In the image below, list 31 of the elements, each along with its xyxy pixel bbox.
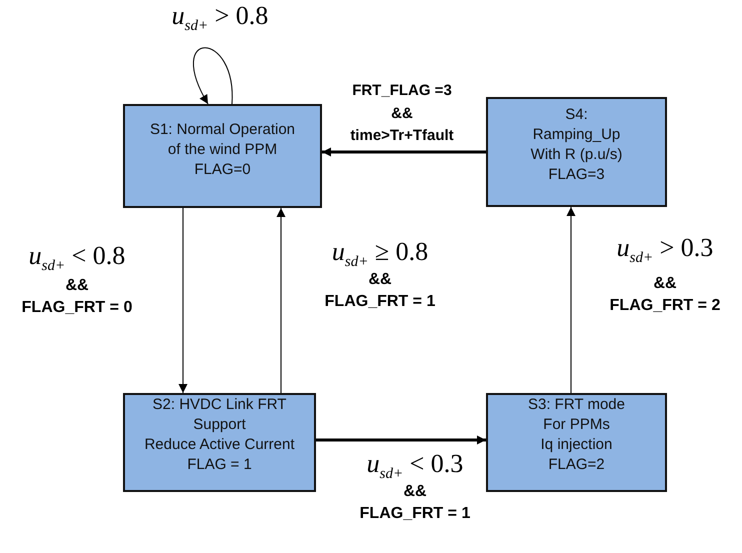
edge-label: u$_{sd+}$ < 0.3 && FLAG_FRT = 1 bbox=[358, 448, 472, 524]
arrow bbox=[276, 208, 286, 394]
state-text: FLAG=2 bbox=[548, 455, 605, 475]
state-box bbox=[123, 393, 316, 492]
state-text: of the wind PPM bbox=[168, 140, 278, 160]
state-text: S3: FRT mode bbox=[528, 395, 625, 415]
state-text: FLAG=0 bbox=[194, 160, 251, 180]
arrow bbox=[316, 436, 486, 444]
state-text: FLAG = 1 bbox=[187, 455, 252, 475]
state-text: With R (p.u/s) bbox=[530, 145, 622, 165]
state-text: FLAG=3 bbox=[548, 165, 605, 185]
edge-label: FRT_FLAG =3 && time>Tr+Tfault bbox=[349, 81, 455, 146]
state-text: S4: bbox=[565, 105, 588, 125]
state-text: Reduce Active Current bbox=[144, 435, 295, 455]
state-text: S1: Normal Operation bbox=[150, 120, 296, 140]
edge-label: u$_{sd+}$ < 0.8 && FLAG_FRT = 0 bbox=[20, 240, 134, 318]
state-text: Iq injection bbox=[540, 435, 612, 455]
state-text: For PPMs bbox=[543, 415, 610, 435]
arrow bbox=[178, 208, 188, 394]
state-text: Ramping_Up bbox=[532, 125, 620, 145]
arrow bbox=[322, 148, 486, 156]
edge-label: u$_{sd+}$ ≥ 0.8 && FLAG_FRT = 1 bbox=[324, 236, 436, 312]
edge-label: u$_{sd+}$ > 0.3 && FLAG_FRT = 2 bbox=[608, 232, 722, 316]
arrow bbox=[192, 47, 232, 104]
state-text: S2: HVDC Link FRT bbox=[152, 395, 286, 415]
state-box bbox=[123, 104, 322, 208]
state-text: Support bbox=[193, 415, 246, 435]
arrow bbox=[566, 206, 576, 394]
state-box bbox=[486, 97, 667, 207]
edge-label: u$_{sd+}$ > 0.8 bbox=[170, 0, 270, 32]
state-box bbox=[486, 393, 667, 492]
